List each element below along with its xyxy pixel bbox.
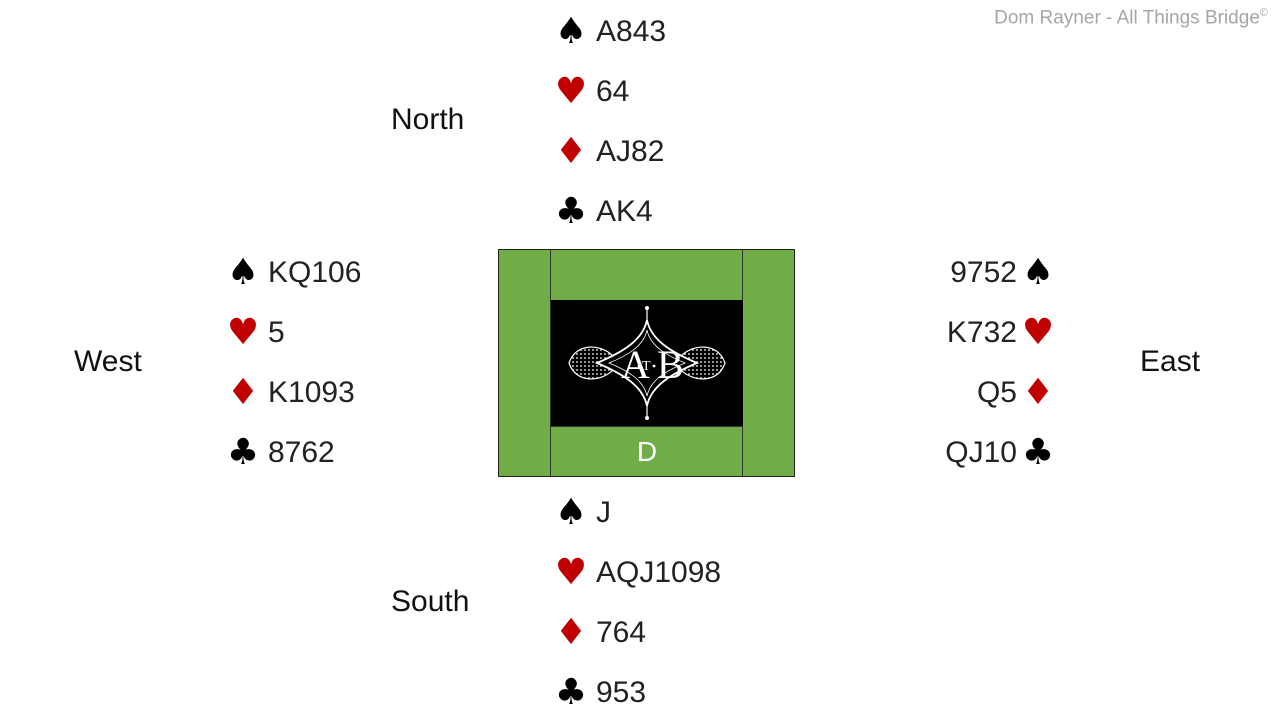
west-clubs: 8762 [268, 436, 335, 469]
diamond-icon: ♦ [554, 131, 588, 172]
copyright-credit: Dom Rayner - All Things Bridge© [994, 7, 1268, 29]
direction-north: North [391, 103, 465, 136]
west-diamonds: K1093 [268, 376, 355, 409]
north-diamonds: AJ82 [596, 135, 665, 168]
direction-south: South [391, 585, 470, 618]
north-clubs: AK4 [596, 195, 653, 228]
east-diamonds: Q5 [976, 376, 1017, 409]
east-diamonds-row: ♦ Q5 [977, 371, 1055, 415]
south-hand: ♠ J ♥ AQJ1098 ♦ 764 ♣ 953 [554, 491, 774, 720]
logo-letter-b: B [657, 342, 684, 387]
heart-icon: ♥ [554, 552, 588, 593]
table-divider [550, 426, 743, 427]
club-icon: ♣ [226, 432, 260, 473]
heart-icon: ♥ [1021, 312, 1055, 353]
south-diamonds: 764 [596, 616, 647, 649]
east-clubs: QJ10 [945, 436, 1017, 469]
heart-icon: ♥ [554, 71, 588, 112]
bridge-table: A T B D [498, 249, 795, 477]
east-hearts-row: ♥ K732 [947, 311, 1055, 355]
spade-icon: ♠ [554, 492, 588, 533]
table-divider [550, 250, 551, 476]
west-spades: KQ106 [268, 256, 362, 289]
south-clubs-row: ♣ 953 [554, 671, 646, 715]
south-hearts-row: ♥ AQJ1098 [554, 551, 721, 595]
diamond-icon: ♦ [554, 612, 588, 653]
south-spades-row: ♠ J [554, 491, 611, 535]
atb-logo: A T B [551, 300, 743, 426]
direction-east: East [1140, 345, 1201, 378]
heart-icon: ♥ [226, 312, 260, 353]
north-diamonds-row: ♦ AJ82 [554, 130, 665, 174]
west-hearts-row: ♥ 5 [226, 311, 285, 355]
west-clubs-row: ♣ 8762 [226, 431, 335, 475]
spade-icon: ♠ [226, 252, 260, 293]
diamond-icon: ♦ [226, 372, 260, 413]
spade-icon: ♠ [1021, 252, 1055, 293]
south-clubs: 953 [596, 676, 647, 709]
atb-logo-icon: A T B [568, 306, 726, 420]
east-hand: ♠ 9752 ♥ K732 ♦ Q5 ♣ QJ10 [880, 251, 1055, 481]
south-hearts: AQJ1098 [596, 556, 722, 589]
south-spades: J [596, 496, 611, 529]
club-icon: ♣ [1021, 432, 1055, 473]
north-hearts-row: ♥ 64 [554, 70, 630, 114]
club-icon: ♣ [554, 191, 588, 232]
direction-west: West [74, 345, 142, 378]
north-hearts: 64 [596, 75, 630, 108]
logo-letter-t: T [642, 359, 651, 374]
dealer-marker: D [636, 436, 658, 467]
east-spades-row: ♠ 9752 [950, 251, 1055, 295]
north-clubs-row: ♣ AK4 [554, 190, 653, 234]
north-spades-row: ♠ A843 [554, 10, 666, 54]
diamond-icon: ♦ [1021, 372, 1055, 413]
south-diamonds-row: ♦ 764 [554, 611, 646, 655]
logo-letter-a: A [621, 342, 650, 387]
north-spades: A843 [596, 15, 667, 48]
west-diamonds-row: ♦ K1093 [226, 371, 355, 415]
east-clubs-row: ♣ QJ10 [945, 431, 1055, 475]
west-hand: ♠ KQ106 ♥ 5 ♦ K1093 ♣ 8762 [226, 251, 426, 481]
east-spades: 9752 [950, 256, 1017, 289]
east-hearts: K732 [946, 316, 1017, 349]
credit-text: Dom Rayner - All Things Bridge [994, 7, 1260, 29]
west-spades-row: ♠ KQ106 [226, 251, 362, 295]
spade-icon: ♠ [554, 11, 588, 52]
copyright-mark: © [1259, 7, 1268, 19]
west-hearts: 5 [268, 316, 285, 349]
north-hand: ♠ A843 ♥ 64 ♦ AJ82 ♣ AK4 [554, 10, 774, 240]
club-icon: ♣ [554, 672, 588, 713]
